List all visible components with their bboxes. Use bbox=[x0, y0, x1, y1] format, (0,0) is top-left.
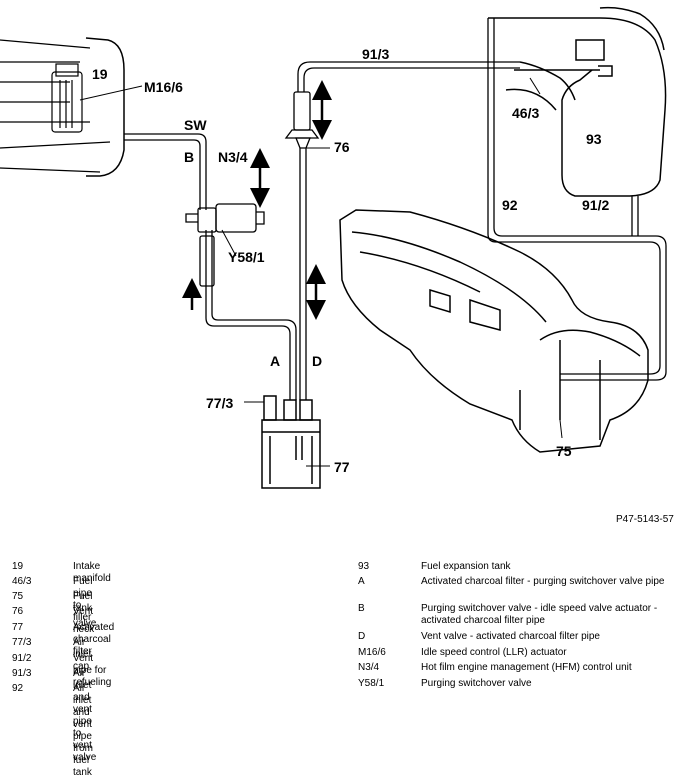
legend-code: 91/3 bbox=[12, 668, 32, 679]
legend-code: M16/6 bbox=[358, 647, 386, 658]
legend-desc: Fuel expansion tank bbox=[421, 561, 511, 572]
label-77-3: 77/3 bbox=[206, 395, 233, 411]
legend-desc: Vent pipe for refueling bbox=[73, 653, 112, 688]
activated-charcoal-filter bbox=[261, 395, 321, 489]
fuel-evaporation-diagram: 19 M16/6 SW B N3/4 Y58/1 91/3 46/3 93 76… bbox=[0, 6, 674, 525]
legend-code: Y58/1 bbox=[358, 678, 385, 689]
legend-code: 93 bbox=[358, 561, 370, 572]
legend-desc: Activated charcoal filter - purging swit… bbox=[421, 576, 665, 587]
label-d: D bbox=[312, 353, 322, 369]
legend-desc: Activated charcoal filter bbox=[73, 622, 115, 657]
legend-code: N3/4 bbox=[358, 662, 380, 673]
leader-lines bbox=[79, 77, 563, 467]
label-46-3: 46/3 bbox=[512, 105, 539, 121]
legend-desc: Fuel pipe to filler neck bbox=[73, 576, 95, 635]
legend-left: 19 Intake manifold 46/3 Fuel pipe to fille… bbox=[12, 561, 347, 778]
label-m16-6: M16/6 bbox=[144, 79, 183, 95]
legend-desc: Air inlet and vent pipe from fuel tank bbox=[73, 683, 93, 778]
legend-code: 92 bbox=[12, 683, 24, 694]
flow-arrows bbox=[182, 80, 332, 320]
legend-code: 76 bbox=[12, 606, 24, 617]
legend-desc: Fuel tank bbox=[73, 591, 93, 614]
legend-desc: Vent valve bbox=[73, 606, 97, 629]
pipes bbox=[124, 18, 667, 400]
legend-desc: Vent valve - activated charcoal filter p… bbox=[421, 631, 600, 642]
label-sw: SW bbox=[184, 117, 207, 133]
legend-code: 75 bbox=[12, 591, 24, 602]
legend-desc: Air inlet cap bbox=[73, 637, 92, 672]
label-y58-1: Y58/1 bbox=[228, 249, 265, 265]
label-19: 19 bbox=[92, 66, 108, 82]
legend-code: D bbox=[358, 631, 366, 642]
label-b: B bbox=[184, 149, 194, 165]
label-91-3: 91/3 bbox=[362, 46, 389, 62]
legend-right: 93 Fuel expansion tank A Activated charcoa… bbox=[358, 561, 678, 701]
legend-desc: Purging switchover valve bbox=[421, 678, 532, 689]
fuel-expansion-tank bbox=[488, 6, 667, 197]
label-77: 77 bbox=[334, 459, 350, 475]
label-93: 93 bbox=[586, 131, 602, 147]
fuel-tank bbox=[339, 209, 649, 453]
legend-desc: Hot film engine management (HFM) control… bbox=[421, 662, 632, 673]
legend-code: 19 bbox=[12, 561, 24, 572]
reference-code: P47-5143-57 bbox=[616, 514, 674, 525]
label-92: 92 bbox=[502, 197, 518, 213]
vent-valve bbox=[284, 91, 320, 149]
label-91-2: 91/2 bbox=[582, 197, 609, 213]
legend-code: 91/2 bbox=[12, 653, 32, 664]
label-76: 76 bbox=[334, 139, 350, 155]
legend-code: 77/3 bbox=[12, 637, 32, 648]
purging-switchover-valve bbox=[185, 203, 265, 287]
label-n3-4: N3/4 bbox=[218, 149, 248, 165]
label-75: 75 bbox=[556, 443, 572, 459]
intake-manifold bbox=[0, 37, 125, 177]
legend-code: B bbox=[358, 603, 365, 614]
legend-code: 77 bbox=[12, 622, 24, 633]
legend-desc: Purging switchover valve - idle speed va… bbox=[421, 603, 658, 626]
legend-desc: Idle speed control (LLR) actuator bbox=[421, 647, 567, 658]
label-a: A bbox=[270, 353, 280, 369]
legend-code: 46/3 bbox=[12, 576, 32, 587]
legend-code: A bbox=[358, 576, 365, 587]
legend-desc: Intake manifold bbox=[73, 561, 111, 584]
